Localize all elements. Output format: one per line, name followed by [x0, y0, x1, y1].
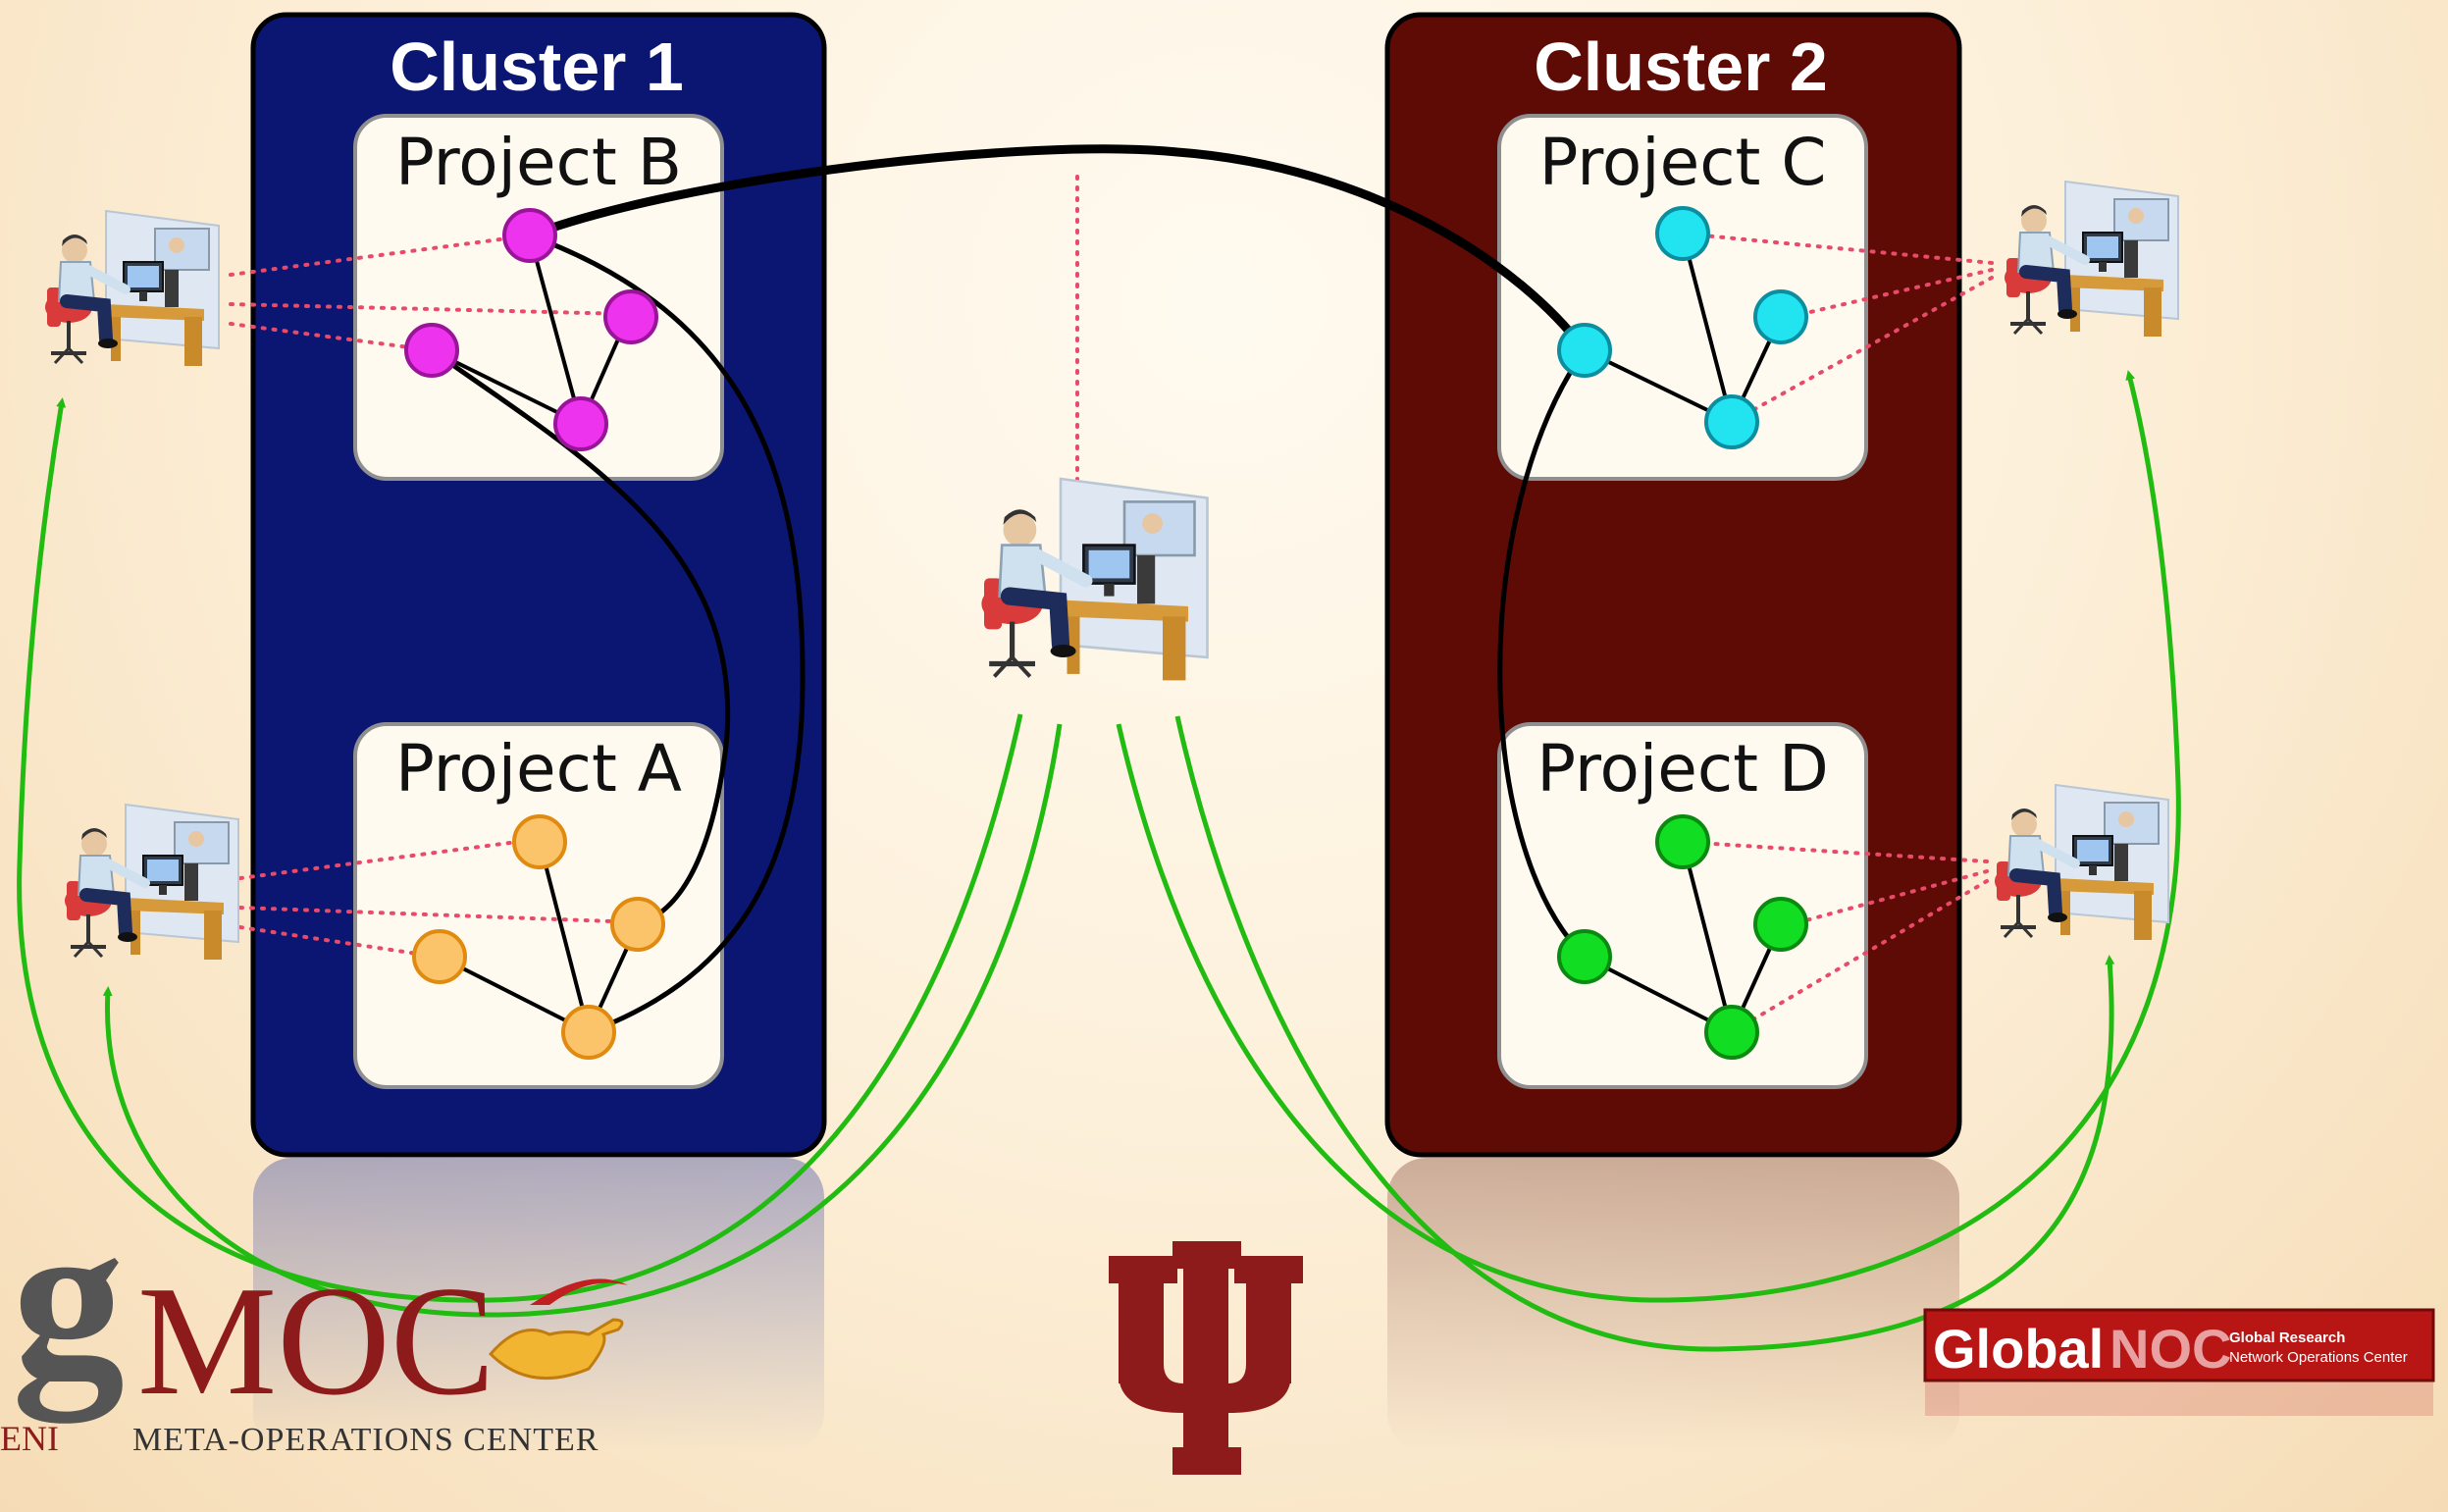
user-workstation-left-bottom — [65, 805, 238, 960]
project-a-title: Project A — [395, 731, 682, 807]
node-d2 — [1753, 897, 1808, 952]
project-c-title: Project C — [1539, 125, 1827, 200]
gmoc-g-mark: g — [12, 1173, 125, 1424]
project-c-nodes — [1557, 206, 1808, 449]
node-c1 — [1655, 206, 1710, 261]
globalnoc-tagline-2: Network Operations Center — [2229, 1349, 2408, 1366]
user-access-lines — [229, 175, 1994, 1034]
user-assignment-arrows — [17, 370, 2181, 1352]
project-b-nodes — [404, 208, 658, 451]
node-c4 — [1704, 394, 1759, 449]
gmoc-name: MOC — [137, 1253, 495, 1428]
inter-project-links — [429, 144, 1589, 1035]
node-b1 — [502, 208, 557, 263]
node-d3 — [1557, 929, 1612, 984]
globalnoc-tagline-1: Global Research — [2229, 1330, 2345, 1346]
project-d-box — [1497, 722, 1868, 1089]
node-a2 — [610, 897, 665, 952]
node-a1 — [512, 814, 567, 869]
project-a-box — [353, 722, 724, 1089]
globalnoc-word1: Global — [1933, 1318, 2104, 1380]
cluster-1-title: Cluster 1 — [390, 28, 684, 105]
cluster-2-title: Cluster 2 — [1534, 28, 1828, 105]
cluster-2-reflection — [1387, 1158, 1959, 1452]
node-b4 — [553, 396, 608, 451]
node-a4 — [561, 1005, 616, 1060]
gmoc-prefix: ENI — [0, 1419, 59, 1458]
globalnoc-logo: Global NOC Global Research Network Opera… — [1923, 1308, 2435, 1416]
node-b3 — [404, 323, 459, 378]
project-d-title: Project D — [1537, 731, 1829, 807]
node-c3 — [1557, 323, 1612, 378]
node-a3 — [412, 929, 467, 984]
node-c2 — [1753, 289, 1808, 344]
user-workstation-center — [981, 479, 1207, 680]
user-workstation-right-top — [2005, 182, 2178, 337]
gmoc-lamp-icon — [488, 1318, 624, 1381]
node-b2 — [603, 289, 658, 344]
project-a-nodes — [412, 814, 665, 1060]
globalnoc-word2: NOC — [2109, 1318, 2231, 1380]
user-workstation-left-top — [45, 211, 219, 366]
project-d-nodes — [1557, 814, 1808, 1060]
user-workstation-right-bottom — [1995, 785, 2168, 940]
node-d4 — [1704, 1005, 1759, 1060]
node-d1 — [1655, 814, 1710, 869]
project-b-title: Project B — [395, 125, 682, 200]
gmoc-logo: g MOC ENI META-OPERATIONS CENTER — [0, 1173, 628, 1458]
iu-trident-logo — [1109, 1241, 1303, 1475]
gmoc-subtitle: META-OPERATIONS CENTER — [132, 1422, 599, 1458]
